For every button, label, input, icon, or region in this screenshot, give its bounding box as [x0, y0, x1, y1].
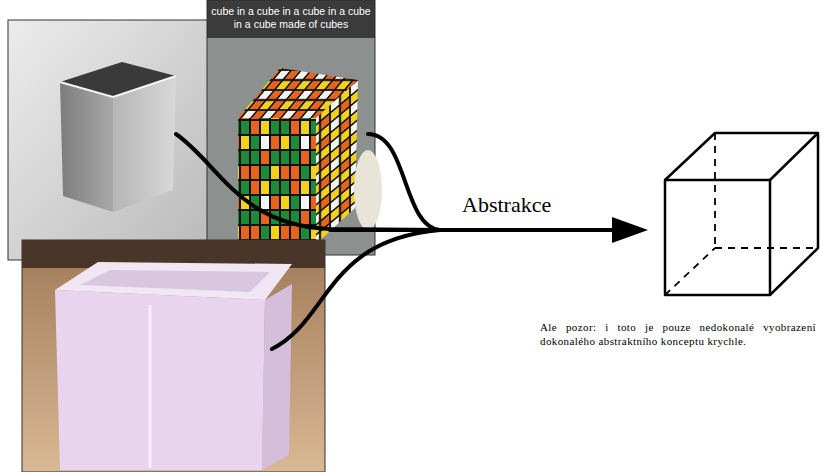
metal-cube-photo	[8, 20, 210, 260]
wireframe-cube	[665, 133, 818, 295]
photo-caption: cube in a cube in a cube in a cube in a …	[207, 5, 375, 31]
arrow-head	[612, 217, 648, 243]
arrow-label: Abstrakce	[462, 192, 551, 218]
abstraction-arrows	[176, 134, 616, 349]
rubik-cube-photo	[207, 0, 382, 255]
glass-cube-photo	[22, 240, 325, 472]
note-text: Ale pozor: i toto je pouze nedokonalé vy…	[540, 320, 816, 348]
